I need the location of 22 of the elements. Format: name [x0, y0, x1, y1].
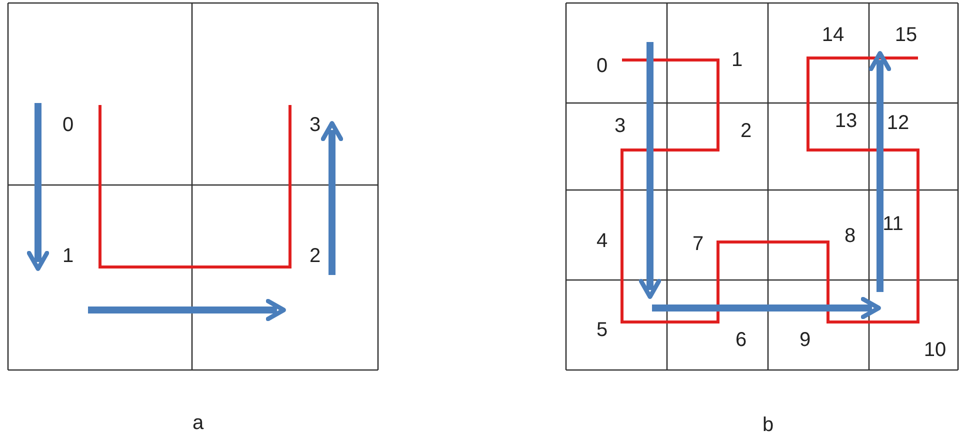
callout-number: 3	[614, 116, 626, 136]
callout-number: 13	[834, 111, 858, 131]
callout-number: 11	[882, 214, 904, 234]
callout-number: 5	[596, 320, 608, 340]
callout-number: 14	[822, 25, 844, 45]
panel-label: a	[192, 413, 204, 433]
callout-number: 0	[596, 56, 608, 76]
callout-number: 1	[731, 50, 743, 70]
callout-number: 15	[894, 25, 918, 45]
callout-number: 4	[596, 231, 608, 251]
callout-number: 9	[799, 330, 811, 350]
callout-number: 0	[62, 115, 74, 135]
callout-number: 7	[692, 234, 704, 254]
callout-number: 3	[309, 115, 321, 135]
callout-number: 12	[886, 113, 910, 133]
callout-number: 2	[309, 246, 321, 266]
callout-number: 10	[924, 340, 946, 360]
callout-number: 6	[735, 330, 747, 350]
callout-number: 1	[62, 246, 74, 266]
callout-number: 8	[844, 226, 856, 246]
panel-label: b	[762, 415, 774, 435]
callout-number: 2	[740, 121, 752, 141]
